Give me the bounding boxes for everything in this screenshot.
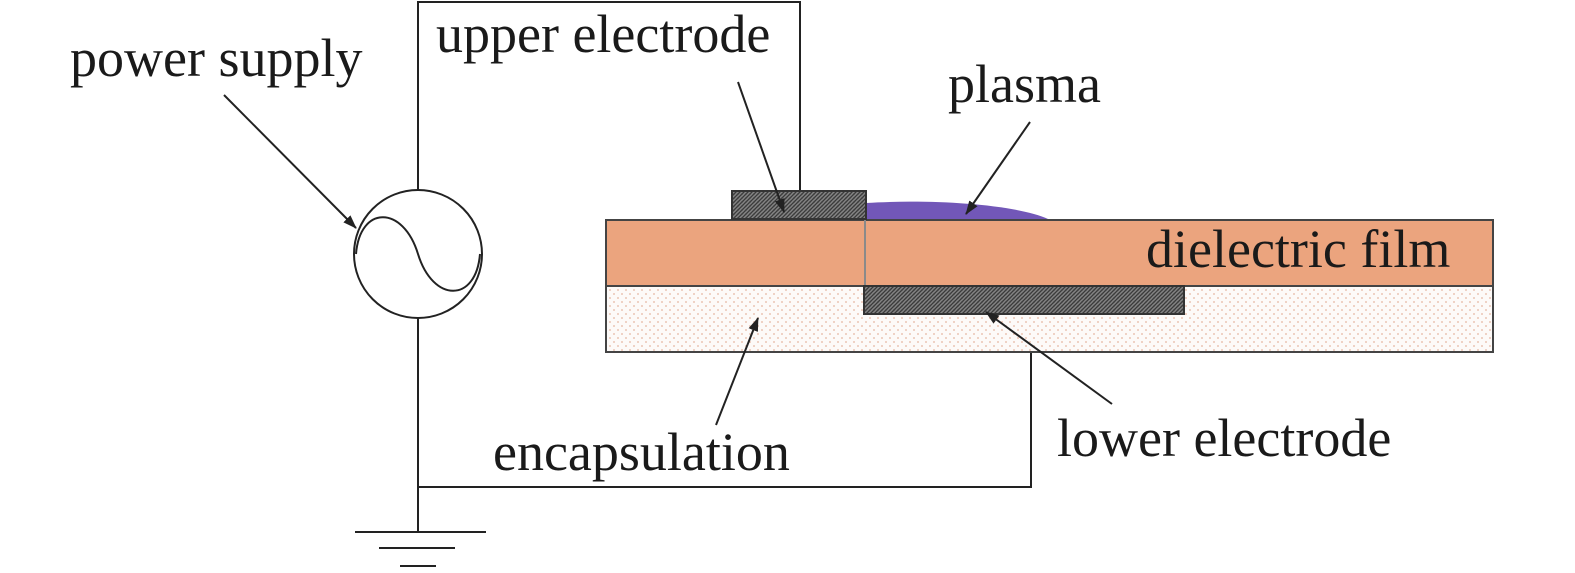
top-wire xyxy=(417,1,801,191)
lower-electrode-arrow xyxy=(985,311,1113,405)
upper-electrode-label: upper electrode xyxy=(436,4,770,64)
encapsulation-arrow xyxy=(715,317,759,426)
encapsulation-label: encapsulation xyxy=(493,422,790,482)
power-supply-arrow xyxy=(223,94,357,229)
power-supply-label: power supply xyxy=(70,28,362,88)
lower-electrode-label: lower electrode xyxy=(1057,408,1391,468)
upper-electrode-arrow xyxy=(737,81,785,213)
circuit-wiring xyxy=(417,1,1032,532)
plasma-arrow xyxy=(965,121,1031,215)
ground-icon xyxy=(355,531,486,567)
lower-electrode xyxy=(863,285,1185,315)
ac-source-icon xyxy=(353,189,483,319)
upper-electrode xyxy=(731,190,867,220)
plasma-region xyxy=(866,201,1048,219)
bottom-wire xyxy=(418,314,1032,488)
plasma-label: plasma xyxy=(948,54,1101,114)
dielectric-film-label: dielectric film xyxy=(1146,219,1450,279)
leader-arrows xyxy=(223,81,1113,426)
